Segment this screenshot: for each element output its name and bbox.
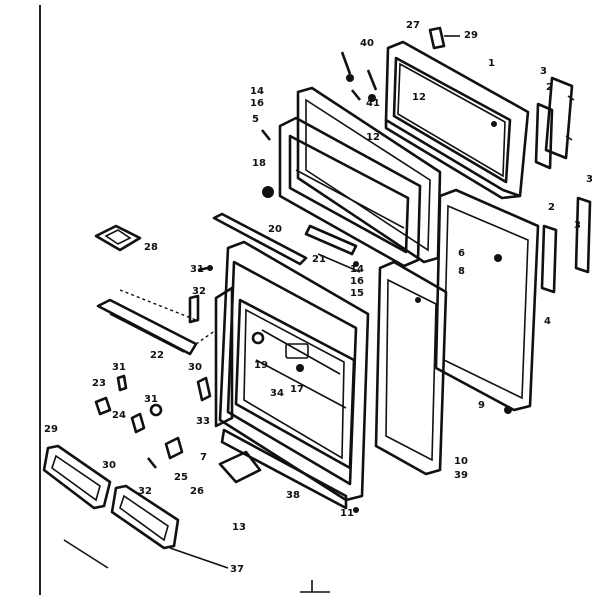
stray-line <box>63 539 109 569</box>
label-3-mid: 3 <box>586 174 593 185</box>
label-30-bottom: 30 <box>102 460 116 471</box>
label-14-mid: 14 <box>350 264 364 275</box>
label-4: 4 <box>544 316 551 327</box>
lower-panel-29 <box>42 444 112 510</box>
label-26: 26 <box>190 486 204 497</box>
label-18: 18 <box>252 158 266 169</box>
label-32-bottom: 32 <box>138 486 152 497</box>
label-31-mid: 31 <box>112 362 126 373</box>
lower-hardware <box>146 436 262 484</box>
label-34: 34 <box>270 388 284 399</box>
label-8: 8 <box>458 266 465 277</box>
label-32-top: 32 <box>192 286 206 297</box>
label-28: 28 <box>144 242 158 253</box>
label-15: 15 <box>350 288 364 299</box>
label-41: 41 <box>366 98 380 109</box>
label-11: 11 <box>340 508 354 519</box>
upper-hinge <box>534 76 575 170</box>
lower-hinge <box>540 196 592 294</box>
label-9: 9 <box>478 400 485 411</box>
top-bracket <box>428 26 460 50</box>
label-1: 1 <box>488 58 495 69</box>
label-22: 22 <box>150 350 164 361</box>
label-37: 37 <box>230 564 244 575</box>
label-2-mid: 2 <box>548 202 555 213</box>
freezer-door-liner <box>278 116 422 268</box>
label-39: 39 <box>454 470 468 481</box>
leader-37 <box>169 547 229 569</box>
label-7: 7 <box>200 452 207 463</box>
dairy-shelf <box>96 289 217 356</box>
label-27: 27 <box>406 20 420 31</box>
label-10: 10 <box>454 456 468 467</box>
label-20: 20 <box>268 224 282 235</box>
callout-labels: 27 29 40 41 1 3 2 14 16 12 5 18 12 3 2 3… <box>44 20 593 575</box>
lower-panel-30 <box>110 484 180 550</box>
label-29-top: 29 <box>464 30 478 41</box>
label-3-top: 3 <box>540 66 547 77</box>
label-3-low: 3 <box>574 220 581 231</box>
label-31-low: 31 <box>144 394 158 405</box>
label-24: 24 <box>112 410 126 421</box>
label-16: 16 <box>250 98 264 109</box>
freezer-door-outer <box>384 40 530 200</box>
label-12-mid: 12 <box>366 132 380 143</box>
label-19: 19 <box>254 360 268 371</box>
label-40: 40 <box>360 38 374 49</box>
trim-rails <box>212 212 361 273</box>
hardware-screws <box>260 121 512 513</box>
small-tray <box>94 224 142 252</box>
label-30-mid: 30 <box>188 362 202 373</box>
label-2-top: 2 <box>546 82 553 93</box>
label-23: 23 <box>92 378 106 389</box>
label-33: 33 <box>196 416 210 427</box>
label-25: 25 <box>174 472 188 483</box>
fresh-food-door-gasket <box>374 260 448 476</box>
label-38: 38 <box>286 490 300 501</box>
label-29-bottom: 29 <box>44 424 58 435</box>
label-17: 17 <box>290 384 304 395</box>
left-knobs <box>94 265 213 434</box>
fresh-food-door-liner <box>214 240 370 510</box>
label-5: 5 <box>252 114 259 125</box>
label-21: 21 <box>312 254 326 265</box>
label-14: 14 <box>250 86 264 97</box>
label-12-top: 12 <box>412 92 426 103</box>
label-16-mid: 16 <box>350 276 364 287</box>
label-13: 13 <box>232 522 246 533</box>
label-31-top: 31 <box>190 264 204 275</box>
fresh-food-door-outer <box>434 188 540 412</box>
top-screws <box>340 51 378 102</box>
label-6: 6 <box>458 248 465 259</box>
